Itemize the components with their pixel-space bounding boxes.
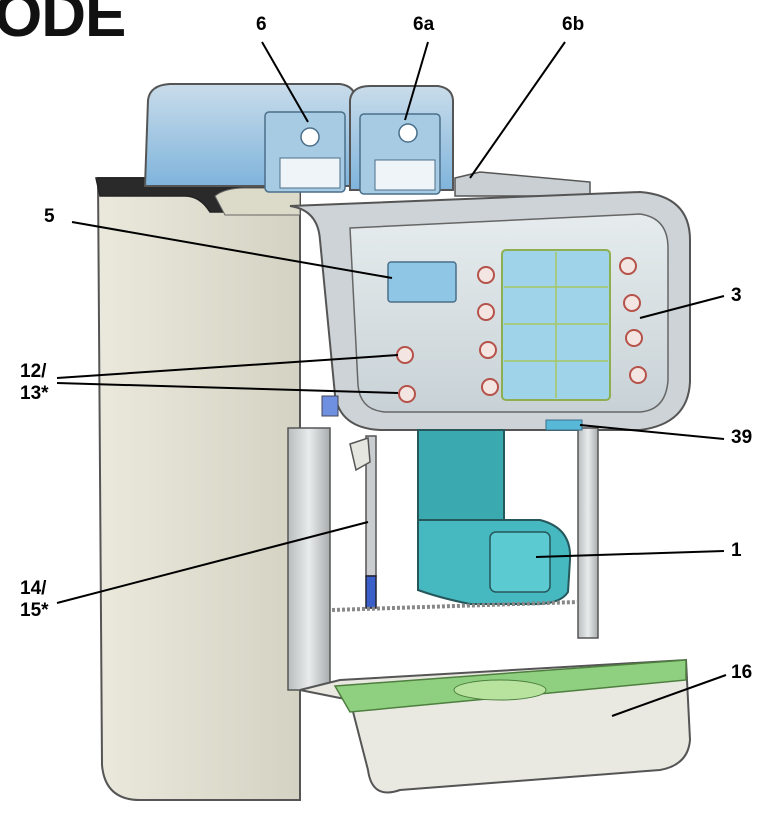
machine-housing: [95, 177, 301, 801]
left-column: [287, 427, 331, 691]
callout-6a: 6a: [413, 14, 435, 35]
small-display: [387, 261, 457, 303]
bean-hopper-left: [143, 83, 357, 193]
control-buttons: [396, 346, 416, 403]
steam-wand: [349, 435, 377, 609]
powder-lid: [454, 171, 591, 197]
touch-display: [501, 249, 611, 401]
page-heading: ODE: [0, 0, 126, 50]
right-column: [577, 427, 599, 639]
selection-buttons-right: [619, 257, 647, 384]
callout-16: 16: [731, 662, 753, 683]
callout-12: 12/: [20, 361, 47, 382]
leader-lines: [56, 41, 727, 717]
callout-1: 1: [731, 540, 742, 561]
callout-3: 3: [731, 285, 742, 306]
callout-39: 39: [731, 427, 753, 448]
callout-15: 15*: [20, 600, 49, 621]
callout-5: 5: [44, 206, 55, 227]
bean-hopper-right: [349, 85, 454, 195]
blue-sensor-strip: [545, 419, 583, 431]
blue-side-marker: [321, 395, 339, 417]
callout-6b: 6b: [562, 14, 585, 35]
coffee-spout: [417, 429, 572, 606]
callout-13: 13*: [20, 383, 49, 404]
callout-6: 6: [256, 14, 267, 35]
drip-tray: [299, 658, 692, 794]
cup-rack: [331, 600, 579, 612]
callout-14: 14/: [20, 578, 47, 599]
selection-buttons-left: [477, 266, 499, 396]
